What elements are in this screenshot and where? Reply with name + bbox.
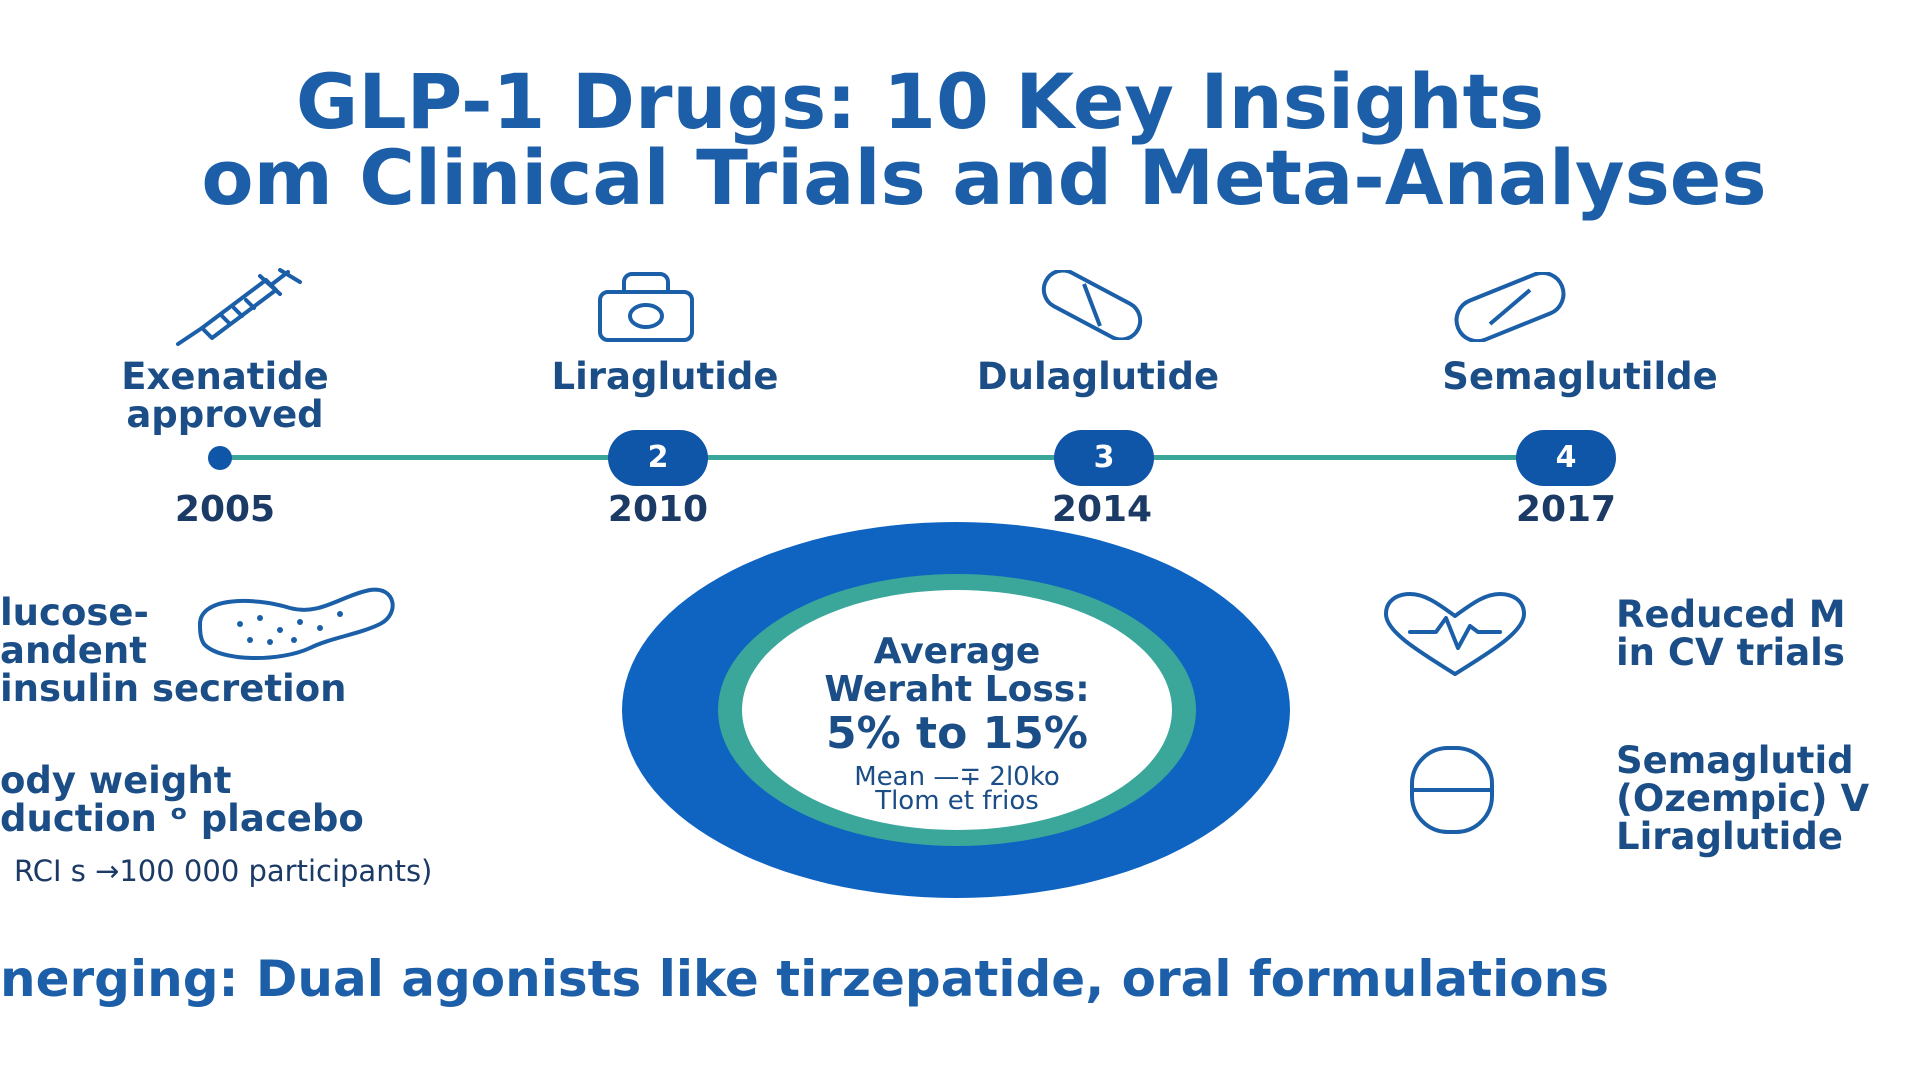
timeline-label-exenatide: Exenatide approved [60,358,390,434]
pen-injector-icon [596,272,696,344]
left-point-weight-line-1: ody weight [0,759,232,802]
heart-pulse-icon [1380,592,1530,678]
left-point-weight-note: RCI s →100 000 participants) [14,854,433,888]
right-point-cv-line-2: in CV trials [1616,631,1845,674]
left-point-insulin-line-1: lucose- [0,591,149,634]
timeline-line [226,455,1566,460]
weight-loss-heading-line-2: Weraht Loss: [824,669,1090,710]
left-point-weight: ody weight duction ᵒ placebo [0,762,364,838]
timeline-label-exenatide-line-1: Exenatide [121,355,329,398]
timeline-label-exenatide-line-2: approved [126,393,324,436]
timeline-dot-2005 [208,446,232,470]
timeline-year-2010: 2010 [607,489,709,530]
timeline-year-2017: 2017 [1515,489,1617,530]
right-point-cv-line-1: Reduced M [1616,593,1846,636]
right-point-semaglutide-line-1: Semaglutid [1616,739,1854,782]
timeline-year-2014: 2014 [1051,489,1153,530]
page-title-line-2: om Clinical Trials and Meta-Analyses [201,133,1767,222]
capsule-vertical-icon [1408,744,1496,836]
weight-loss-note-2: Tlom et frios [875,786,1039,816]
weight-loss-note-1: Mean —∓ 2l0ko [854,762,1060,792]
timeline-label-dulaglutide: Dulaglutide [976,355,1220,398]
left-point-insulin-line-3: insulin secretion [0,667,347,710]
right-point-semaglutide-line-3: Liraglutide [1616,815,1843,858]
page-title-line-1: GLP-1 Drugs: 10 Key Insights [295,57,1545,146]
right-point-semaglutide-line-2: (Ozempic) V [1616,777,1870,820]
timeline-marker-4: 4 [1516,430,1616,486]
right-point-semaglutide: Semaglutid (Ozempic) V Liraglutide [1616,742,1869,856]
weight-loss-heading-line-1: Average [873,631,1041,672]
timeline-year-2005: 2005 [174,489,276,530]
left-point-insulin: lucose- andent insulin secretion [0,594,347,708]
emerging-note: nerging: Dual agonists like tirzepatide,… [0,950,1609,1008]
syringe-icon [176,268,306,348]
timeline-label-liraglutide: Liraglutide [551,355,779,398]
right-point-cv: Reduced M in CV trials [1616,596,1846,672]
tablet-icon [1450,272,1570,342]
pancreas-icon [190,584,400,664]
left-point-insulin-line-2: andent [0,629,147,672]
timeline-marker-2: 2 [608,430,708,486]
donut-center [742,590,1172,830]
capsule-icon [1034,270,1150,340]
weight-loss-value: 5% to 15% [826,708,1088,759]
timeline-label-semaglutide: Semaglutilde [1442,355,1718,398]
timeline-marker-3: 3 [1054,430,1154,486]
left-point-weight-line-2: duction ᵒ placebo [0,797,364,840]
